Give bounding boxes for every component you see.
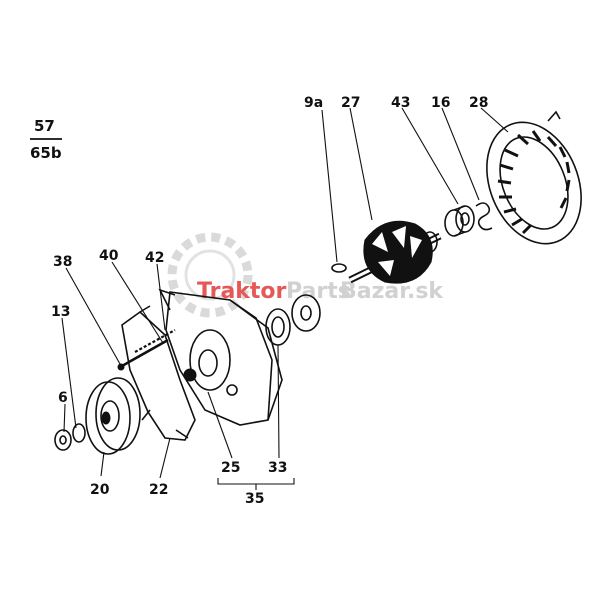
callout-27: 27 [341,95,360,111]
reference-denominator: 65b [30,144,62,162]
lock-washer-part-13 [72,423,86,443]
spring-clip-part-16 [475,202,493,231]
bearing-part-43 [444,205,475,237]
watermark-brand-a: Traktor [197,279,287,304]
callout-43: 43 [391,95,410,111]
callout-20: 20 [90,482,110,498]
callout-16: 16 [431,95,450,111]
leader-lines [61,107,509,490]
nut-part-6 [54,429,72,451]
reference-numerator: 57 [34,117,55,135]
callout-42: 42 [145,250,164,266]
key-part-9a [331,263,347,273]
callout-33: 33 [268,460,287,476]
callout-25: 25 [221,460,240,476]
callout-35: 35 [245,491,264,507]
bolt-part-42 [134,329,176,353]
bolt-part-40 [117,338,169,371]
callout-40: 40 [99,248,119,264]
callout-22: 22 [149,482,168,498]
reference-fraction: 57 65b [30,117,62,162]
rotor-part-27 [348,220,442,284]
callout-labels: 9a 27 43 16 28 38 40 42 13 6 20 22 25 33… [51,95,488,507]
callout-38: 38 [53,254,72,270]
callout-6: 6 [58,390,68,406]
stator-part-28 [486,110,582,245]
callout-28: 28 [469,95,488,111]
pulley-part-20 [85,377,141,455]
callout-9a: 9a [304,95,323,111]
callout-13: 13 [51,304,70,320]
fan-part-22 [121,305,196,441]
